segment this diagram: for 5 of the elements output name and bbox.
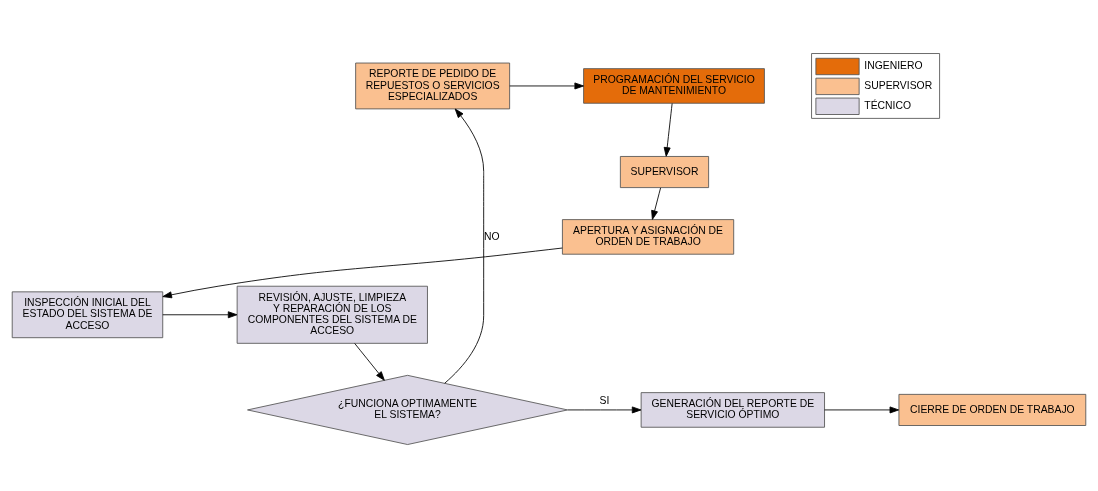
edge-label: NO	[484, 230, 500, 242]
legend-label: TÉCNICO	[864, 99, 912, 111]
legend-label: SUPERVISOR	[864, 79, 933, 91]
legend-label: INGENIERO	[864, 59, 923, 71]
edge-label: SI	[599, 394, 610, 406]
